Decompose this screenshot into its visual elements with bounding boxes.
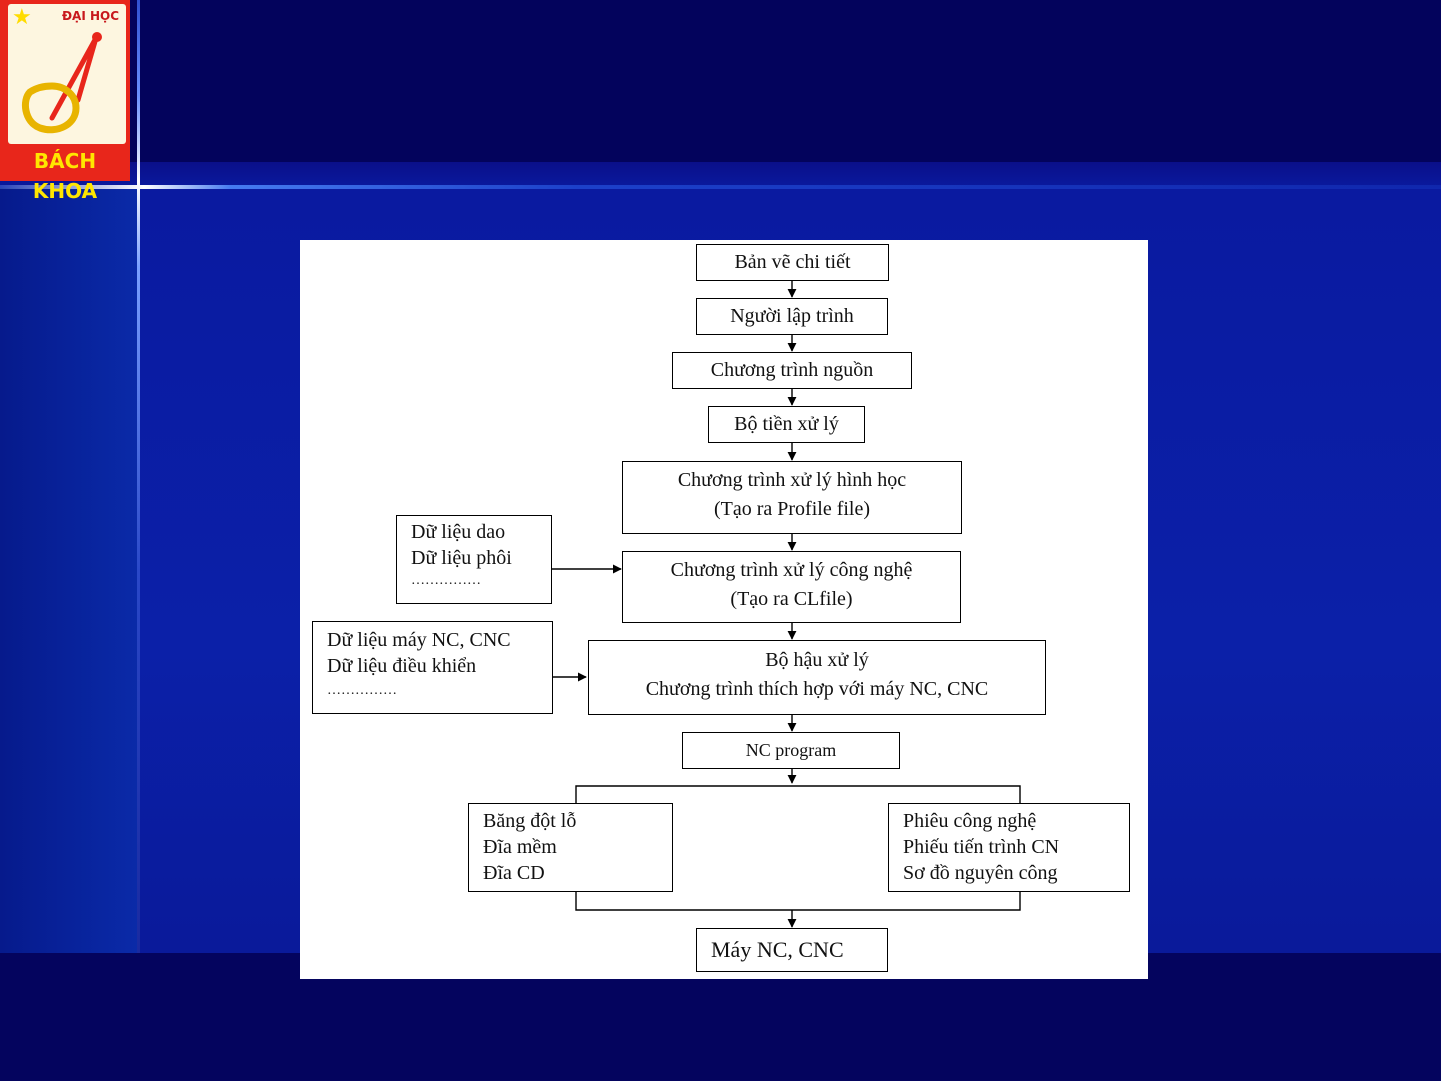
node-source-program: Chương trình nguồn	[672, 352, 912, 389]
node-programmer: Người lập trình	[696, 298, 888, 335]
node-geometry-processing-line2: (Tạo ra Profile file)	[713, 498, 871, 520]
star-icon: ★	[12, 4, 32, 29]
vertical-light-line	[137, 0, 140, 953]
flowchart-connectors	[551, 281, 1021, 928]
docs-operation-diagram-label: Sơ đồ nguyên công	[903, 862, 1058, 884]
nc-programming-flowchart: Bản vẽ chi tiết Người lập trình Chương t…	[300, 240, 1148, 979]
input-tool-data-label: Dữ liệu dao	[411, 521, 506, 543]
merge-connector	[575, 892, 1021, 911]
node-part-drawing: Bản vẽ chi tiết	[696, 244, 889, 281]
input-tool-blank-data: Dữ liệu dao Dữ liệu phôi ……………	[396, 515, 552, 604]
logo-top-text: ĐẠI HỌC	[62, 9, 120, 23]
media-cd-label: Đĩa CD	[483, 862, 545, 884]
header-background	[0, 0, 1441, 162]
node-geometry-processing: Chương trình xử lý hình học (Tạo ra Prof…	[622, 461, 962, 534]
node-postprocessor: Bộ hậu xử lý Chương trình thích hợp với …	[588, 640, 1046, 715]
node-postprocessor-line1: Bộ hậu xử lý	[765, 649, 869, 671]
node-technology-processing-line2: (Tạo ra CLfile)	[730, 588, 853, 610]
node-preprocessor-label: Bộ tiền xử lý	[734, 413, 839, 435]
node-programmer-label: Người lập trình	[730, 305, 854, 327]
node-technology-processing-line1: Chương trình xử lý công nghệ	[670, 559, 913, 581]
logo-bottom-text: BÁCH KHOA	[32, 149, 98, 203]
output-storage-media: Băng đột lỗ Đĩa mềm Đĩa CD	[468, 803, 673, 892]
horizontal-light-line	[0, 185, 1441, 189]
node-source-program-label: Chương trình nguồn	[710, 359, 874, 381]
university-logo: ★ ĐẠI HỌC BÁCH KHOA	[0, 0, 130, 203]
media-floppy-label: Đĩa mềm	[483, 836, 557, 858]
input-control-data-label: Dữ liệu điều khiển	[327, 655, 477, 677]
node-part-drawing-label: Bản vẽ chi tiết	[734, 251, 851, 273]
left-margin-background	[0, 188, 138, 953]
input-blank-data-label: Dữ liệu phôi	[411, 547, 512, 569]
input-machine-control-data: Dữ liệu máy NC, CNC Dữ liệu điều khiển ……	[312, 621, 553, 714]
header-band	[0, 162, 1441, 188]
docs-process-sheet-label: Phiếu tiến trình CN	[903, 836, 1060, 858]
node-nc-cnc-machine: Máy NC, CNC	[696, 928, 888, 972]
docs-tech-sheet-label: Phiêu công nghệ	[903, 810, 1037, 832]
input1-ellipsis: ……………	[411, 573, 481, 588]
node-technology-processing: Chương trình xử lý công nghệ (Tạo ra CLf…	[622, 551, 961, 623]
node-nc-program-label: NC program	[745, 740, 837, 760]
node-nc-program: NC program	[682, 732, 900, 769]
media-punched-tape-label: Băng đột lỗ	[483, 810, 577, 832]
input2-ellipsis: ……………	[327, 683, 397, 698]
output-process-documents: Phiêu công nghệ Phiếu tiến trình CN Sơ đ…	[888, 803, 1130, 892]
node-preprocessor: Bộ tiền xử lý	[708, 406, 865, 443]
node-postprocessor-line2: Chương trình thích hợp với máy NC, CNC	[645, 678, 989, 700]
node-geometry-processing-line1: Chương trình xử lý hình học	[677, 469, 907, 491]
split-connector	[575, 785, 1021, 803]
node-nc-cnc-machine-label: Máy NC, CNC	[711, 937, 844, 962]
compass-gear-icon	[21, 32, 102, 134]
input-machine-data-label: Dữ liệu máy NC, CNC	[327, 629, 511, 651]
